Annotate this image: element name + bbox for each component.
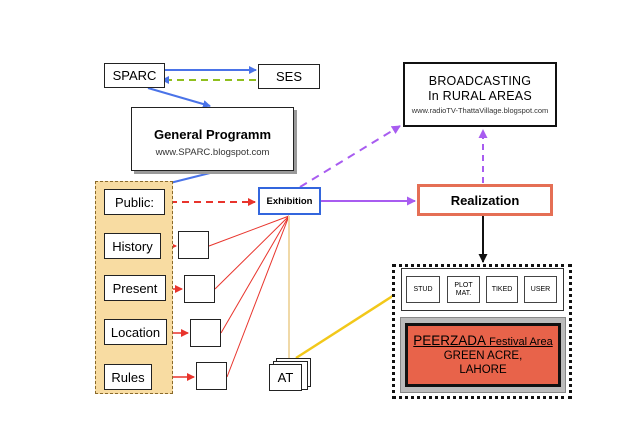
broadcasting-title-line2: In RURAL AREAS xyxy=(428,89,532,103)
arrow-sparc-to-general xyxy=(147,87,211,108)
rules-empty-box xyxy=(196,362,227,390)
ses-label: SES xyxy=(275,69,302,84)
history-empty-box xyxy=(178,231,209,259)
rules-item: Rules xyxy=(104,364,152,390)
tiked-label: TIKED xyxy=(491,285,513,293)
user-label: USER xyxy=(530,285,551,293)
sparc-label: SPARC xyxy=(112,68,157,83)
realization-label: Realization xyxy=(450,192,520,208)
present-item: Present xyxy=(104,275,166,301)
location-item: Location xyxy=(104,319,167,345)
present-empty-box xyxy=(184,275,215,303)
plot-mat-box: PLOT MAT. xyxy=(447,276,480,303)
at-label: AT xyxy=(277,370,294,385)
history-label: History xyxy=(112,238,153,254)
ses-box: SES xyxy=(258,64,320,89)
plot-mat-label: PLOT MAT. xyxy=(454,281,473,297)
peerzada-line2: GREEN ACRE, xyxy=(443,350,523,362)
history-item: History xyxy=(104,233,161,259)
public-label: Public: xyxy=(114,194,155,210)
broadcasting-url: www.radioTV-ThattaVillage.blogspot.com xyxy=(411,106,549,115)
at-box: AT xyxy=(269,364,302,391)
exhibition-label: Exhibition xyxy=(266,195,313,207)
location-label: Location xyxy=(110,324,161,340)
general-programm-url: www.SPARC.blogspot.com xyxy=(155,146,270,158)
broadcasting-box: BROADCASTING In RURAL AREAS www.radioTV-… xyxy=(403,62,557,127)
peerzada-title: PEERZADA Festival Area xyxy=(413,333,552,348)
public-item: Public: xyxy=(104,189,165,215)
peerzada-name: PEERZADA xyxy=(413,333,487,348)
general-programm-box: General Programm www.SPARC.blogspot.com xyxy=(131,107,294,171)
tiked-box: TIKED xyxy=(486,276,518,303)
stud-label: STUD xyxy=(413,285,433,293)
present-label: Present xyxy=(112,280,158,296)
realization-box: Realization xyxy=(417,184,553,216)
exhibition-box: Exhibition xyxy=(258,187,321,215)
line-general-to-panel xyxy=(169,171,215,184)
sparc-box: SPARC xyxy=(104,63,165,88)
stud-box: STUD xyxy=(406,276,440,303)
arrow-exhibition-to-broadcasting xyxy=(299,125,401,188)
general-programm-title: General Programm xyxy=(153,126,272,142)
rules-label: Rules xyxy=(111,369,145,385)
broadcasting-title-line1: BROADCASTING xyxy=(428,74,532,88)
location-empty-box xyxy=(190,319,221,347)
exhibition-fan-lines xyxy=(208,215,290,378)
peerzada-box: PEERZADA Festival Area GREEN ACRE, LAHOR… xyxy=(405,323,561,387)
arrow-at-to-stud xyxy=(295,288,403,360)
user-box: USER xyxy=(524,276,557,303)
peerzada-suffix: Festival Area xyxy=(489,336,553,348)
peerzada-line3: LAHORE xyxy=(459,364,507,376)
